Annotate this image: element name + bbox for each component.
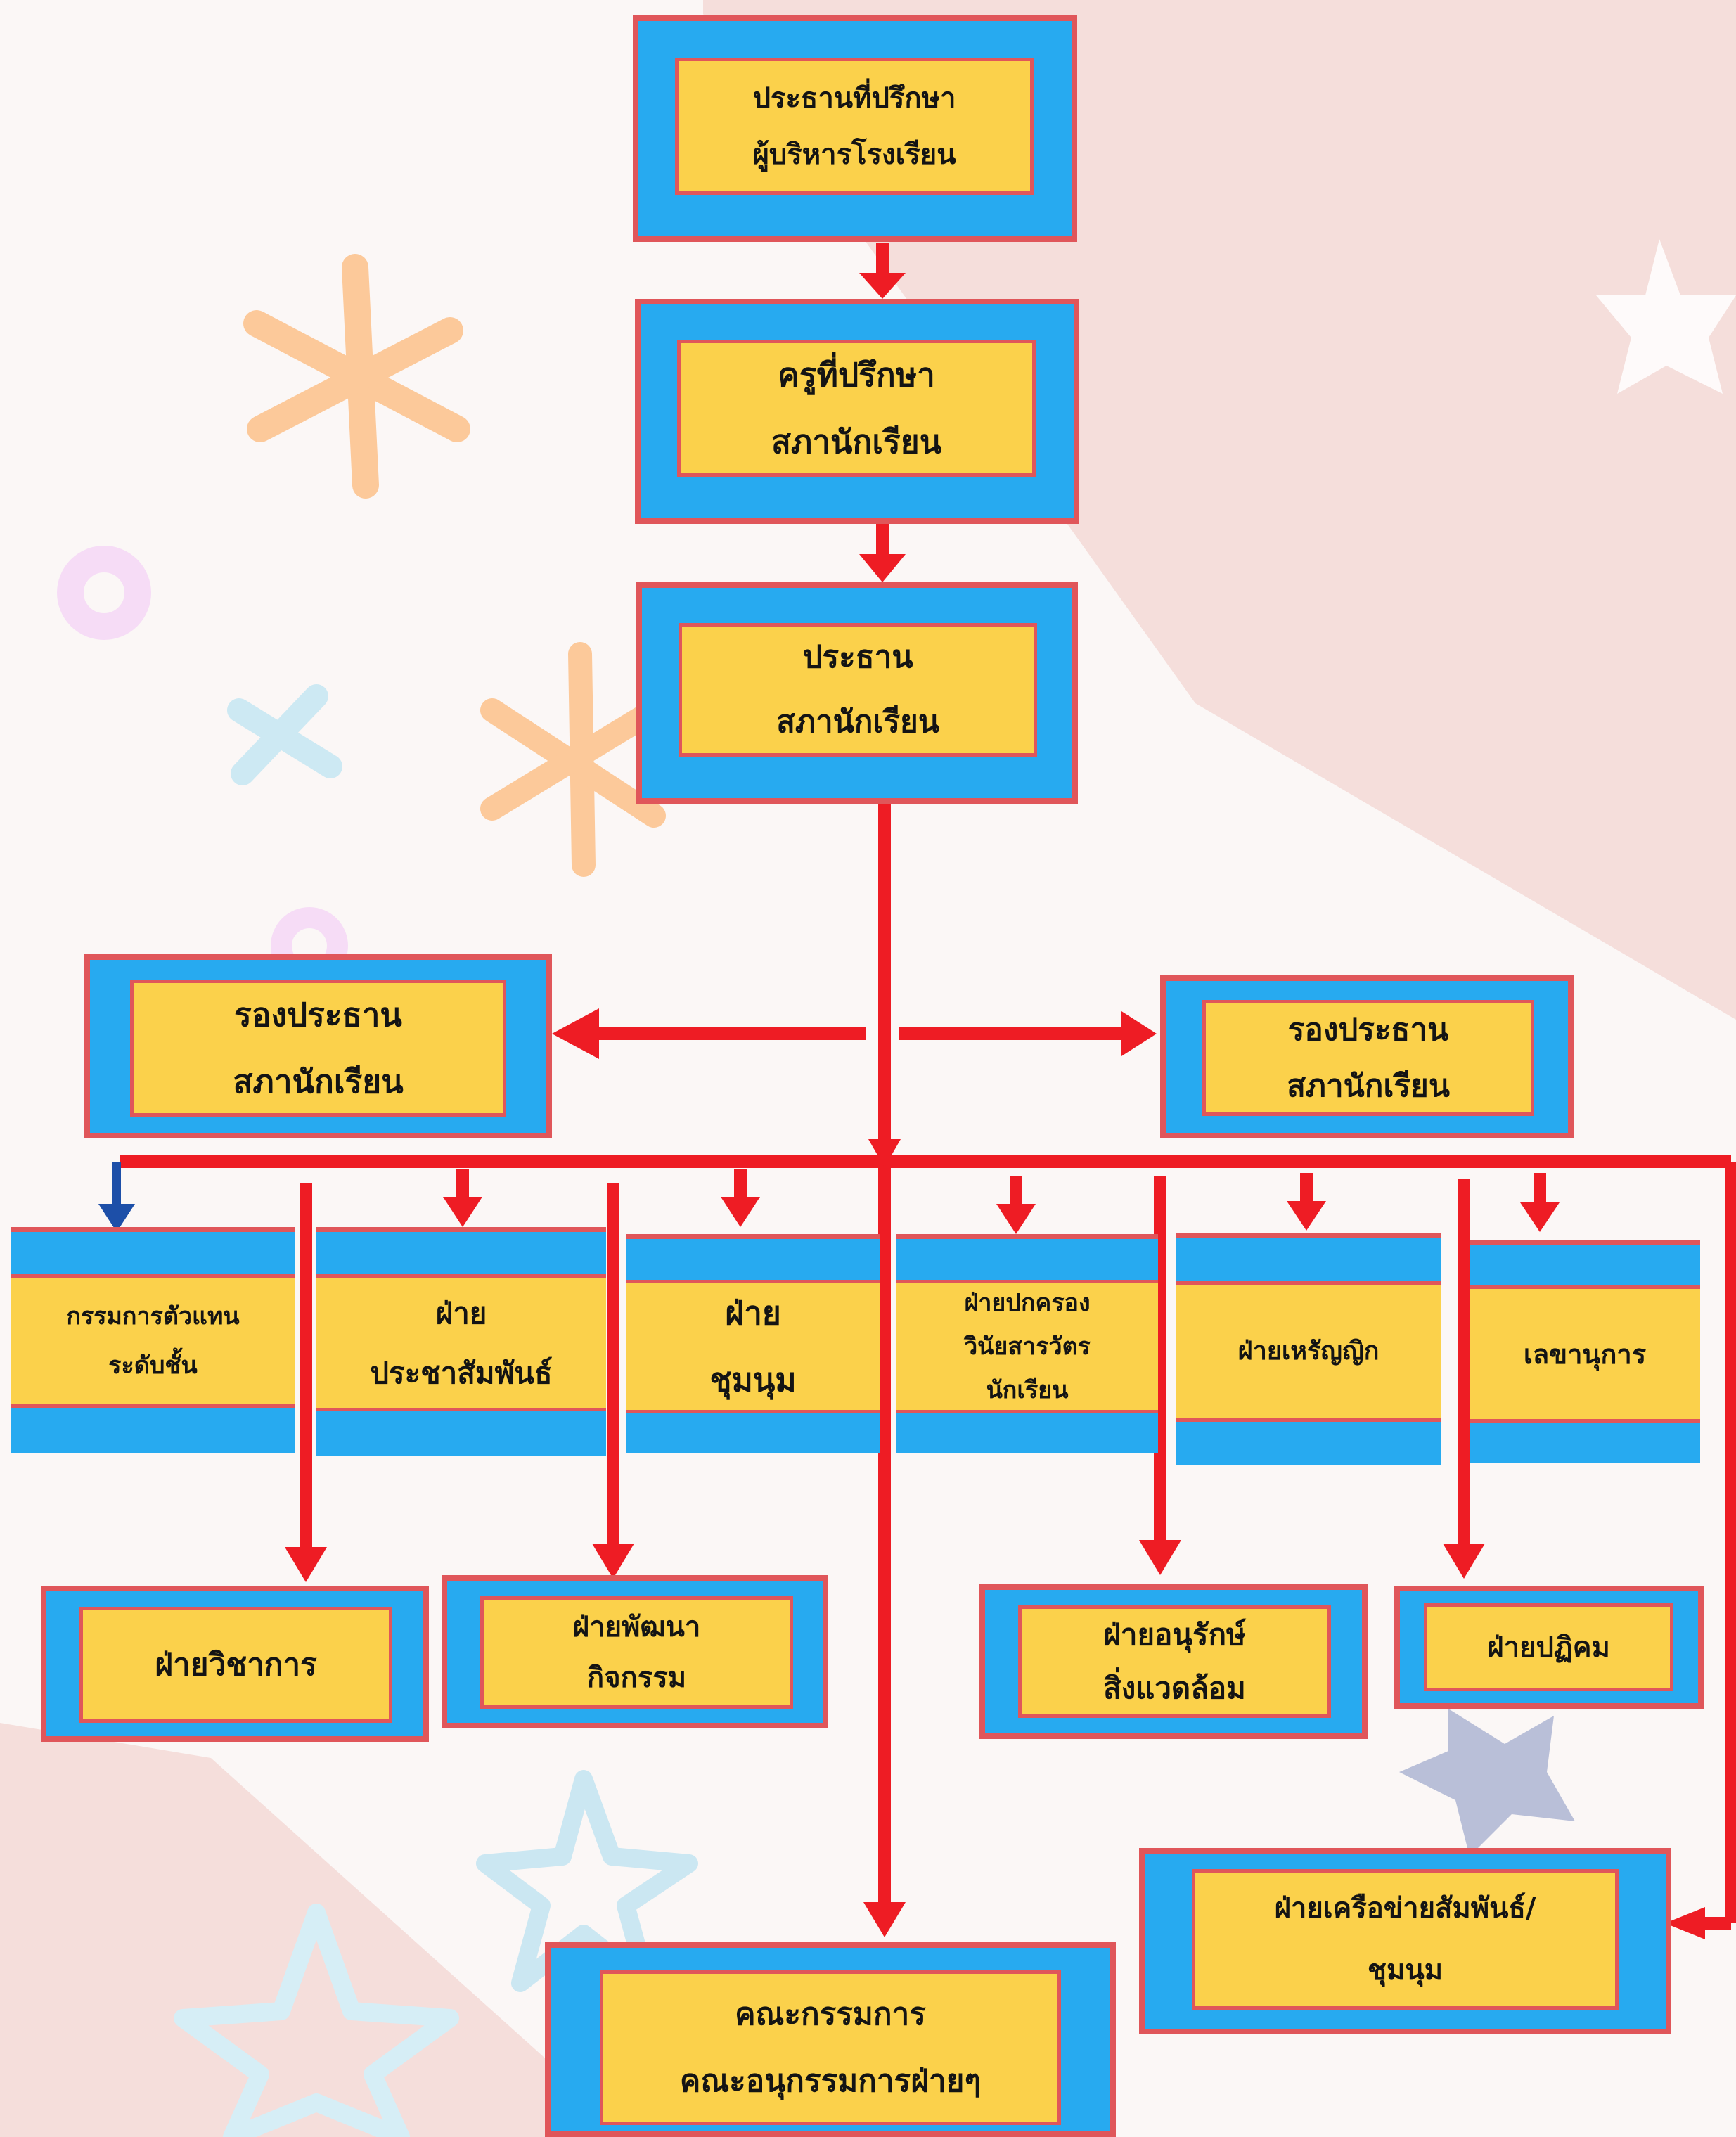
- node-line: ประธาน: [802, 639, 913, 675]
- node-line: วินัยสารวัตร: [964, 1333, 1091, 1361]
- node-line: สิ่งแวดล้อม: [1103, 1671, 1246, 1705]
- node-line: สภานักเรียน: [233, 1062, 404, 1100]
- orange-asterisk-icon-2: [480, 642, 666, 877]
- arrow-head: [443, 1197, 482, 1227]
- node-line: ฝ่ายพัฒนา: [572, 1611, 701, 1643]
- pink-ring-icon: [57, 546, 151, 640]
- arrow-head: [552, 1008, 599, 1059]
- node-line: ผู้บริหารโรงเรียน: [752, 138, 956, 171]
- node-line: นักเรียน: [986, 1376, 1069, 1404]
- node-line: ฝ่ายอนุรักษ์: [1103, 1617, 1246, 1652]
- node-advisor-teacher: ครูที่ปรึกษา สภานักเรียน: [635, 299, 1079, 524]
- node-president: ประธาน สภานักเรียน: [636, 582, 1078, 804]
- node-vice-president-left: รองประธาน สภานักเรียน: [84, 954, 552, 1138]
- node-line: ฝ่าย: [725, 1294, 781, 1332]
- node-line: ครูที่ปรึกษา: [778, 355, 935, 394]
- arrow-head: [859, 554, 906, 582]
- arrow-head: [721, 1197, 760, 1227]
- pink-diagonal-band: [703, 0, 1736, 1020]
- node-line: สภานักเรียน: [776, 704, 939, 740]
- blue-star-icon-2: [174, 1904, 459, 2137]
- node-class-representatives: กรรมการตัวแทน ระดับชั้น: [11, 1227, 295, 1453]
- arrow-head: [1139, 1540, 1181, 1575]
- arrow-head: [863, 1902, 906, 1937]
- blue-star-icon: [476, 1770, 698, 1992]
- arrow-head: [868, 1139, 901, 1167]
- node-reception: ฝ่ายปฏิคม: [1394, 1586, 1704, 1709]
- orange-asterisk-icon: [243, 254, 470, 499]
- node-line: ฝ่ายปกครอง: [964, 1289, 1091, 1317]
- arrow-head: [285, 1547, 327, 1582]
- arrow-head: [996, 1204, 1036, 1234]
- node-line: สภานักเรียน: [1287, 1067, 1450, 1104]
- node-clubs: ฝ่าย ชุมนุม: [626, 1234, 880, 1453]
- arrow-head: [1287, 1201, 1326, 1231]
- node-treasurer: ฝ่ายเหรัญญิก: [1176, 1233, 1441, 1465]
- arrow-head: [1121, 1011, 1157, 1056]
- node-academic: ฝ่ายวิชาการ: [41, 1586, 429, 1742]
- node-activity-development: ฝ่ายพัฒนา กิจกรรม: [442, 1575, 828, 1728]
- node-line: ฝ่ายปฏิคม: [1487, 1631, 1610, 1664]
- gray-star-icon: [1399, 1709, 1575, 1856]
- node-line: คณะอนุกรรมการฝ่ายๆ: [679, 2063, 982, 2099]
- node-environment: ฝ่ายอนุรักษ์ สิ่งแวดล้อม: [979, 1584, 1368, 1739]
- node-line: ฝ่ายเหรัญญิก: [1237, 1337, 1380, 1366]
- node-network: ฝ่ายเครือข่ายสัมพันธ์/ ชุมนุม: [1139, 1848, 1671, 2034]
- arrow-head: [859, 273, 906, 299]
- blue-cross-icon: [227, 684, 342, 785]
- node-line: ประชาสัมพันธ์: [370, 1355, 553, 1390]
- node-line: ประธานที่ปรึกษา: [752, 82, 956, 115]
- node-discipline: ฝ่ายปกครอง วินัยสารวัตร นักเรียน: [896, 1234, 1158, 1453]
- node-secretary: เลขานุการ: [1470, 1240, 1700, 1463]
- node-line: ชุมนุม: [1367, 1954, 1444, 1987]
- arrow-head-blue: [98, 1204, 135, 1232]
- white-star-icon: [1596, 239, 1736, 394]
- node-line: สภานักเรียน: [771, 422, 942, 461]
- node-advisor-admin: ประธานที่ปรึกษา ผู้บริหารโรงเรียน: [633, 15, 1077, 242]
- arrow-head: [1520, 1202, 1560, 1232]
- node-line: ชุมนุม: [709, 1361, 797, 1399]
- arrow-head: [592, 1544, 634, 1579]
- node-line: รองประธาน: [1287, 1011, 1449, 1048]
- node-line: กิจกรรม: [586, 1662, 687, 1694]
- node-line: ระดับชั้น: [108, 1352, 198, 1380]
- node-line: รองประธาน: [234, 995, 402, 1034]
- node-line: ฝ่ายวิชาการ: [155, 1646, 317, 1683]
- node-line: ฝ่ายเครือข่ายสัมพันธ์/: [1274, 1892, 1536, 1925]
- node-line: เลขานุการ: [1523, 1338, 1647, 1370]
- node-public-relations: ฝ่าย ประชาสัมพันธ์: [316, 1227, 606, 1456]
- node-line: คณะกรรมการ: [735, 1996, 926, 2032]
- arrow-head: [1443, 1544, 1485, 1579]
- node-line: ฝ่าย: [435, 1295, 487, 1330]
- node-line: กรรมการตัวแทน: [66, 1302, 240, 1330]
- node-committee: คณะกรรมการ คณะอนุกรรมการฝ่ายๆ: [545, 1942, 1116, 2137]
- node-vice-president-right: รองประธาน สภานักเรียน: [1160, 975, 1574, 1138]
- arrow-head: [1665, 1907, 1705, 1939]
